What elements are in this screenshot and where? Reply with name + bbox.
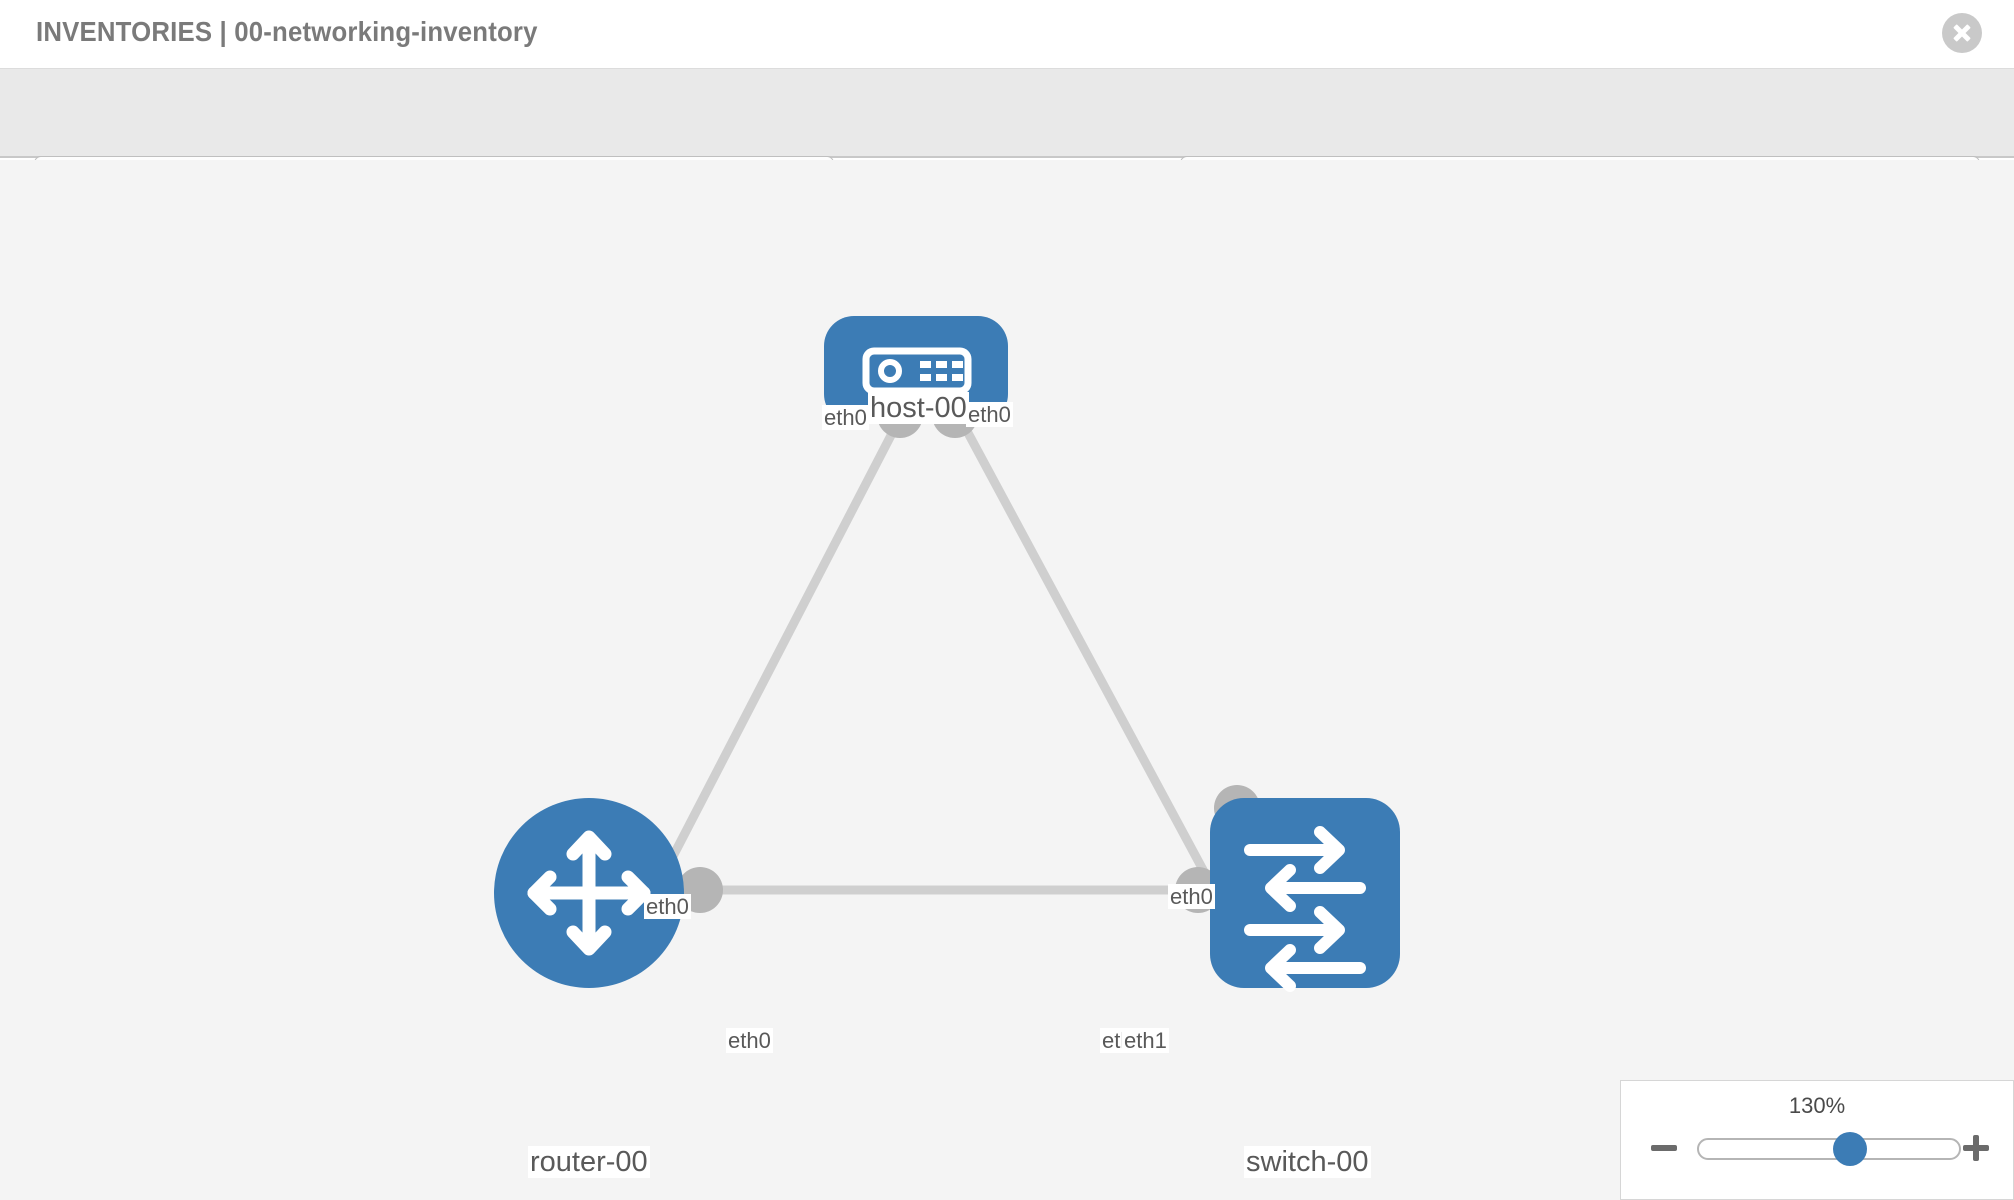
node-switch-00[interactable] <box>1210 798 1400 992</box>
zoom-out-button[interactable] <box>1649 1133 1679 1163</box>
interface-label-switch-left-b: eth1 <box>1122 1028 1169 1054</box>
zoom-level-value: 130% <box>1788 1093 1846 1118</box>
link-host-switch <box>956 415 1234 923</box>
node-label-router-00: router-00 <box>528 1146 650 1179</box>
toolbar: ACTIONS SEARCH <box>0 68 2014 208</box>
interface-label-switch-up: eth0 <box>1168 884 1215 910</box>
link-router-host <box>636 415 904 923</box>
zoom-control-panel: 130% <box>1620 1080 2014 1200</box>
node-label-host-00: host-00 <box>868 392 969 425</box>
zoom-slider-track[interactable] <box>1697 1132 1961 1166</box>
interface-label-host-right: eth0 <box>966 402 1013 428</box>
node-router-00[interactable] <box>494 798 684 988</box>
node-label-switch-00: switch-00 <box>1244 1146 1371 1179</box>
topology-svg <box>494 316 1400 992</box>
zoom-in-button[interactable] <box>1961 1133 1991 1163</box>
interface-label-host-left: eth0 <box>822 405 869 431</box>
topology-links <box>636 415 1234 923</box>
close-icon[interactable] <box>1942 13 1982 53</box>
interface-label-router-up: eth0 <box>644 894 691 920</box>
page-title: INVENTORIES | 00-networking-inventory <box>36 16 538 47</box>
interface-label-router-right: eth0 <box>726 1028 773 1054</box>
zoom-slider-thumb[interactable] <box>1832 1132 1867 1166</box>
topology-connectors <box>677 392 1260 913</box>
page-header: INVENTORIES | 00-networking-inventory <box>0 0 2014 68</box>
topology-canvas[interactable]: eth0 host-00 eth0 eth0 eth0 eth0 eth eth… <box>0 160 2014 1200</box>
